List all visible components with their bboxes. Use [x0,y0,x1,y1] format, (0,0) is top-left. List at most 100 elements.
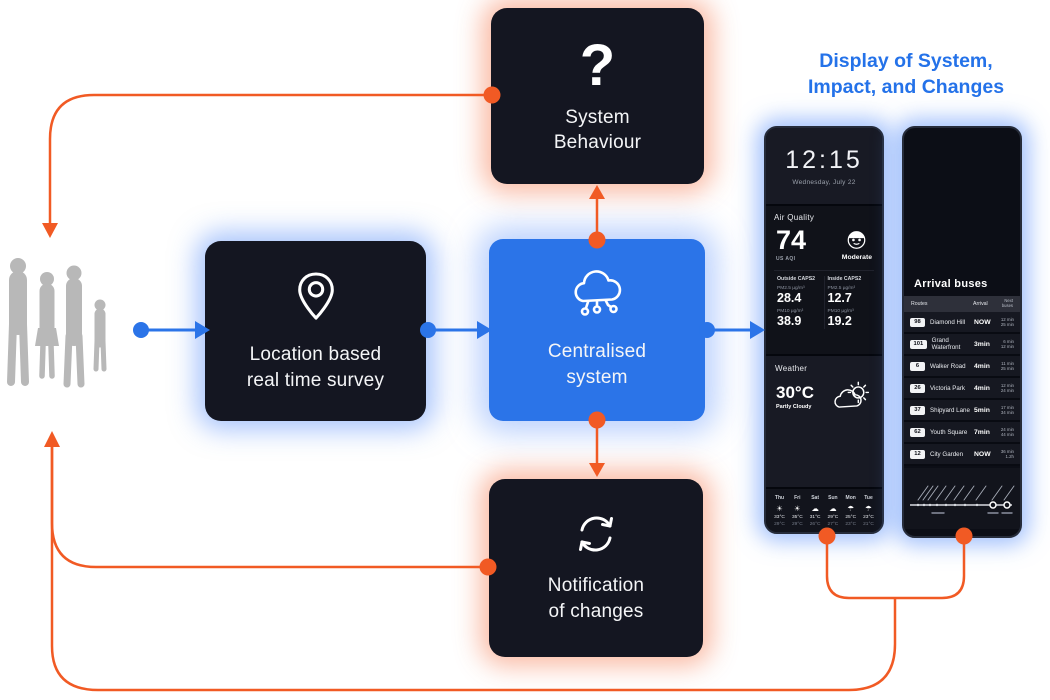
forecast-day-name: Sun [828,494,838,501]
forecast-low-temp: 29°C [791,522,803,527]
bus-table-header: Routes Arrival Next buses [904,296,1020,312]
divider [766,204,882,206]
outside-pm25: 28.4 [777,291,802,305]
forecast-high-temp: 35°C [791,515,803,520]
rain-icon: ☂ [847,503,855,513]
node-label: Centralised system [547,341,647,388]
sync-icon [570,512,622,561]
route-number-badge: 12 [910,449,925,459]
people-silhouettes-icon [7,258,107,388]
route-number-badge: 37 [910,405,925,415]
inside-pm25: 12.7 [827,291,852,305]
forecast-low-temp: 26°C [809,522,821,527]
col-arrival: Arrival [973,301,988,307]
arrival-time: 4min [974,362,990,370]
arrival-time: 5min [974,406,990,414]
node-centralised-system: Centralised system [489,239,705,421]
current-temp-block: 30°C Partly Cloudy [776,384,814,410]
arrow-down-icon [42,223,58,238]
aqi-value: 74 [776,225,807,255]
forecast-day-name: Sat [811,494,819,501]
route-timeline [904,468,1020,529]
arrival-time: NOW [974,318,991,326]
forecast-low-temp: 27°C [827,522,839,527]
partly-cloudy-icon [834,381,870,408]
weather-label: Weather [775,364,808,373]
node-label: System Behaviour [553,106,642,153]
clock-date: Wednesday, July 22 [792,179,856,186]
forecast-day-name: Thu [774,494,785,501]
sunny-icon: ☀ [793,503,801,513]
route-number-badge: 101 [910,339,927,349]
people-group [2,252,120,412]
col-next-buses: Next buses [1001,298,1013,308]
inside-pm10: 19.2 [827,314,852,329]
forecast-low-temp: 21°C [863,522,874,527]
arrival-time: 7min [974,428,990,436]
blue-dot [133,322,149,338]
divider [766,354,882,356]
arrow-down-icon [589,463,605,477]
route-number-badge: 6 [910,361,925,371]
air-quality-section: Air Quality 74 US AQI [766,206,882,354]
partly-cloudy-icon: ☁ [811,503,819,513]
node-notification-of-changes: Notification of changes [489,479,703,657]
forecast-high-temp: 23°C [863,515,874,520]
question-mark-icon: ? [579,32,616,98]
bus-display-title: Arrival buses [914,278,988,290]
col-routes: Routes [911,301,928,307]
clock-time: 12:15 [785,146,863,174]
displays-heading: Display of System, Impact, and Changes [807,50,1005,99]
bus-display-screen: Arrival buses Routes Arrival Next buses … [902,126,1022,538]
aqi-value-block: 74 US AQI [776,225,807,263]
current-temp: 30°C [776,383,814,402]
node-location-survey: Location based real time survey [205,241,426,421]
route-name: City Garden [930,450,964,458]
aqi-status-block: Moderate [842,228,872,261]
forecast-low-temp: 29°C [774,522,785,527]
forecast-day-name: Mon [845,494,856,501]
route-name: Victoria Park [930,384,965,392]
forecast-day: Sat ☁ 31°C 26°C [807,495,824,528]
forecast-low-temp: 23°C [845,522,857,527]
outside-pm10: 38.9 [777,314,802,329]
cloudy-icon: ☁ [829,503,837,513]
node-label: Location based real time survey [246,344,385,391]
pm-readings-grid: Outside CAPS2 PM2.5 µg/m³ 28.4 PM10 µg/m… [774,270,874,329]
forecast-day: Sun ☁ 29°C 27°C [824,495,841,528]
forecast-high-temp: 31°C [809,515,821,520]
cloud-network-icon [566,270,628,327]
clock-section: 12:15 Wednesday, July 22 [766,128,882,204]
face-icon [848,231,866,249]
route-number-badge: 26 [910,383,925,393]
arrow-up-icon [589,185,605,199]
air-quality-label: Air Quality [774,213,815,222]
location-pin-icon [293,269,339,330]
arrival-time: 4min [974,384,990,392]
forecast-high-temp: 33°C [774,515,785,520]
route-name: Youth Square [930,428,968,436]
node-label: Notification of changes [547,575,645,622]
node-system-behaviour: ? System Behaviour [491,8,704,184]
aqi-scale: US AQI [776,256,796,262]
route-name: Walker Road [930,362,966,370]
outside-column: Outside CAPS2 PM2.5 µg/m³ 28.4 PM10 µg/m… [774,276,824,329]
route-number-badge: 62 [910,427,925,437]
arrival-time: NOW [974,450,991,458]
forecast-high-temp: 29°C [827,515,839,520]
